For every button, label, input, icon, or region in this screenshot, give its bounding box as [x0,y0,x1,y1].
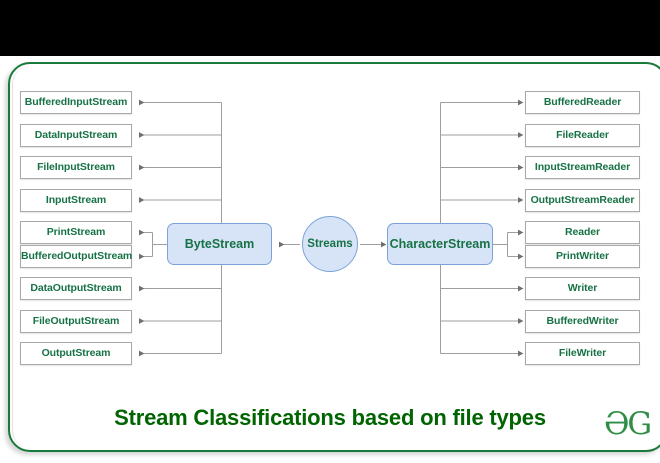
leaf-box-output-stream-reader[interactable]: OutputStreamReader [525,188,640,212]
leaf-box-buffered-writer[interactable]: BufferedWriter [525,309,640,333]
diagram-title: Stream Classifications based on file typ… [114,405,546,430]
leaf-box-print-stream[interactable]: PrintStream [20,221,132,244]
leaf-box-reader[interactable]: Reader [525,221,640,244]
leaf-box-file-writer[interactable]: FileWriter [525,342,640,365]
leaf-box-buffered-reader[interactable]: BufferedReader [525,91,640,114]
leaf-box-buffered-input-stream[interactable]: BufferedInputStream [20,91,132,114]
leaf-box-output-stream[interactable]: OutputStream [20,342,132,365]
leaf-box-writer[interactable]: Writer [525,277,640,300]
node-streams-root[interactable]: Streams [302,216,358,272]
leaf-box-print-writer[interactable]: PrintWriter [525,245,640,268]
leaf-box-file-output-stream[interactable]: FileOutputStream [20,309,132,333]
leaf-box-data-output-stream[interactable]: DataOutputStream [20,277,132,300]
leaf-box-file-input-stream[interactable]: FileInputStream [20,156,132,179]
leaf-box-file-reader[interactable]: FileReader [525,123,640,147]
leaf-box-input-stream[interactable]: InputStream [20,188,132,212]
leaf-box-buffered-output-stream[interactable]: BufferedOutputStream [20,245,132,268]
leaf-box-input-stream-reader[interactable]: InputStreamReader [525,156,640,179]
geeksforgeeks-logo: ƏG [604,406,652,442]
leaf-box-data-input-stream[interactable]: DataInputStream [20,123,132,147]
node-byte-stream[interactable]: ByteStream [167,223,272,265]
letterbox-band [0,0,660,56]
node-character-stream[interactable]: CharacterStream [387,223,493,265]
